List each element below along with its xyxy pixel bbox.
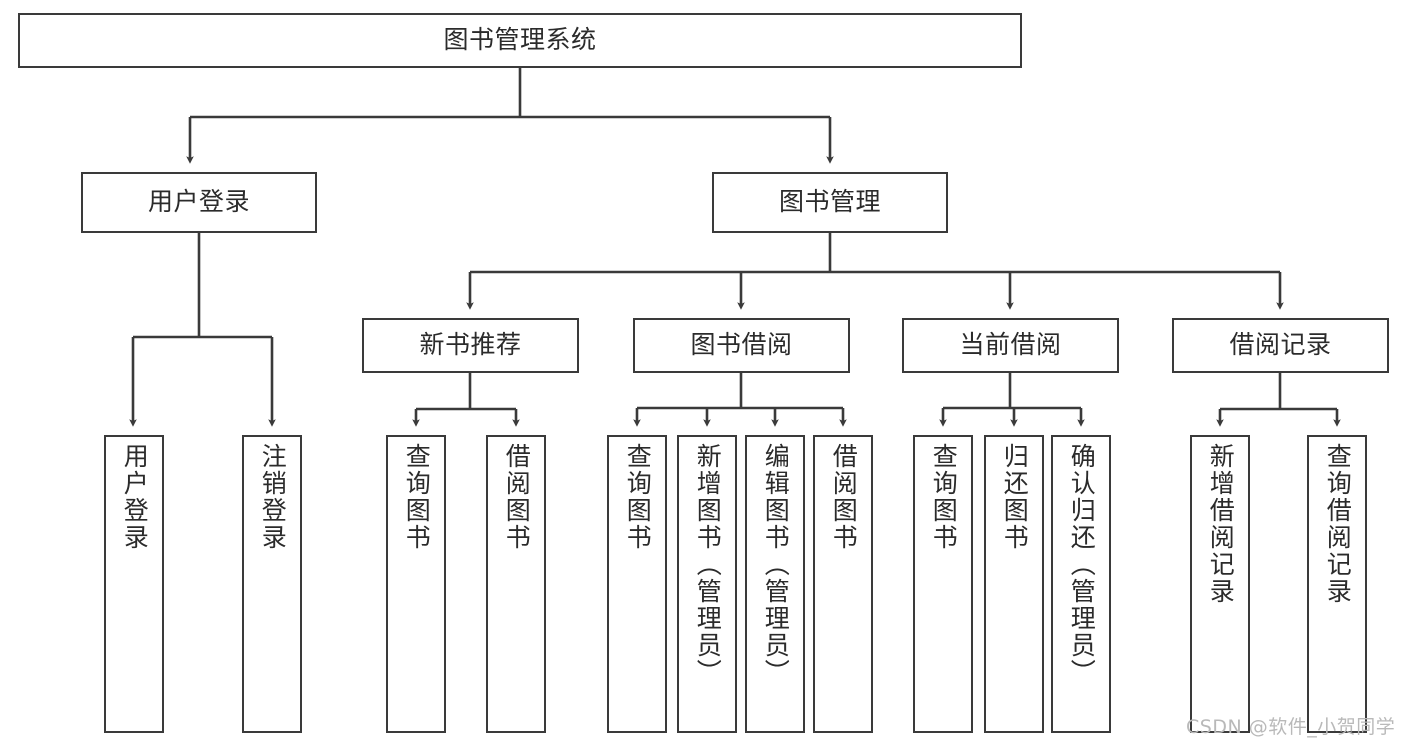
- node-root[interactable]: 图书管理系统: [18, 13, 1022, 68]
- node-leaf-query-borrow-record[interactable]: 查询借阅记录: [1307, 435, 1367, 733]
- node-leaf-user-login-label: 用户登录: [120, 443, 150, 551]
- node-leaf-query-book-current[interactable]: 查询图书: [913, 435, 973, 733]
- node-leaf-confirm-return[interactable]: 确认归还（管理员）: [1051, 435, 1111, 733]
- watermark-text: CSDN @软件_小贺同学: [1186, 716, 1396, 738]
- node-book-borrow-label: 图书借阅: [690, 330, 793, 360]
- node-leaf-return-book[interactable]: 归还图书: [984, 435, 1044, 733]
- node-leaf-logout[interactable]: 注销登录: [242, 435, 302, 733]
- node-leaf-add-book-label: 新增图书（管理员）: [693, 443, 723, 686]
- node-leaf-query-book-rec[interactable]: 查询图书: [386, 435, 446, 733]
- node-leaf-edit-book[interactable]: 编辑图书（管理员）: [745, 435, 805, 733]
- node-book-manage[interactable]: 图书管理: [712, 172, 948, 233]
- node-leaf-confirm-return-label: 确认归还（管理员）: [1067, 443, 1097, 686]
- node-leaf-query-book-borrow[interactable]: 查询图书: [607, 435, 667, 733]
- node-leaf-borrow-book-rec-label: 借阅图书: [502, 443, 532, 551]
- node-new-book-recommend-label: 新书推荐: [419, 330, 522, 360]
- node-leaf-borrow-book-rec[interactable]: 借阅图书: [486, 435, 546, 733]
- node-borrow-record[interactable]: 借阅记录: [1172, 318, 1389, 373]
- node-leaf-add-book[interactable]: 新增图书（管理员）: [677, 435, 737, 733]
- node-current-borrow[interactable]: 当前借阅: [902, 318, 1119, 373]
- node-leaf-query-book-current-label: 查询图书: [929, 443, 959, 551]
- node-leaf-query-borrow-record-label: 查询借阅记录: [1323, 443, 1353, 605]
- node-leaf-edit-book-label: 编辑图书（管理员）: [761, 443, 791, 686]
- node-leaf-add-borrow-record[interactable]: 新增借阅记录: [1190, 435, 1250, 733]
- node-leaf-query-book-rec-label: 查询图书: [402, 443, 432, 551]
- node-leaf-return-book-label: 归还图书: [1000, 443, 1030, 551]
- node-current-borrow-label: 当前借阅: [959, 330, 1062, 360]
- node-leaf-logout-label: 注销登录: [258, 443, 288, 551]
- node-book-manage-label: 图书管理: [778, 187, 881, 217]
- node-book-borrow[interactable]: 图书借阅: [633, 318, 850, 373]
- node-leaf-query-book-borrow-label: 查询图书: [623, 443, 653, 551]
- node-leaf-borrow-book[interactable]: 借阅图书: [813, 435, 873, 733]
- node-borrow-record-label: 借阅记录: [1229, 330, 1332, 360]
- node-new-book-recommend[interactable]: 新书推荐: [362, 318, 579, 373]
- node-leaf-add-borrow-record-label: 新增借阅记录: [1206, 443, 1236, 605]
- node-user-login-label: 用户登录: [147, 187, 250, 217]
- node-leaf-user-login[interactable]: 用户登录: [104, 435, 164, 733]
- node-leaf-borrow-book-label: 借阅图书: [829, 443, 859, 551]
- node-user-login[interactable]: 用户登录: [81, 172, 317, 233]
- node-root-label: 图书管理系统: [443, 25, 597, 55]
